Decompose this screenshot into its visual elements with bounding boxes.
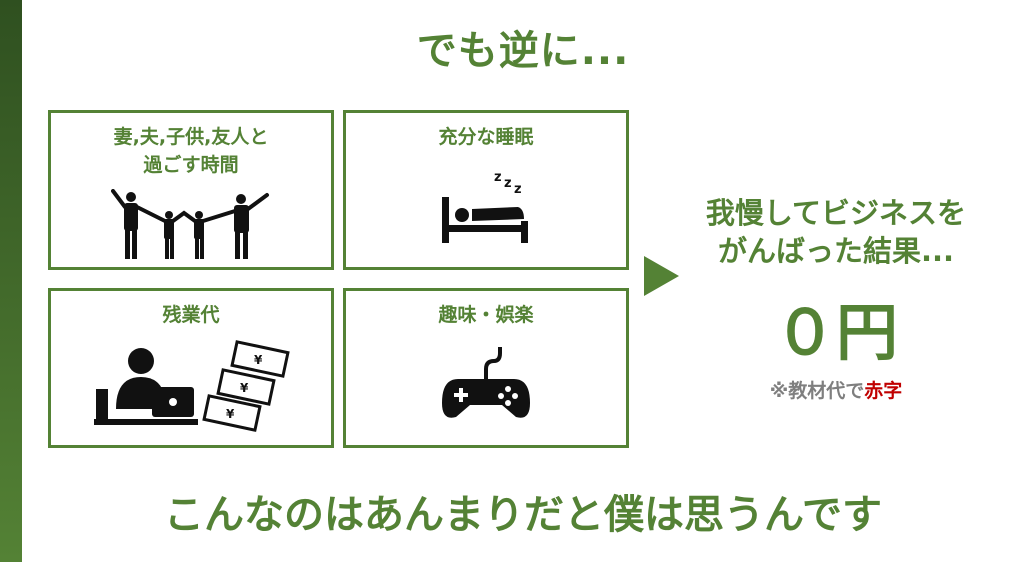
arrow-right-icon <box>644 256 679 296</box>
svg-text:z: z <box>504 176 512 191</box>
result-note: ※教材代で赤字 <box>676 376 996 403</box>
result-line: 我慢してビジネスを <box>705 196 967 230</box>
box-overtime-pay: 残業代 ¥ ¥ ¥ <box>48 288 334 448</box>
svg-text:¥: ¥ <box>240 381 249 395</box>
result-amount: ０円 <box>773 296 898 369</box>
note-emphasis: 赤字 <box>864 380 903 402</box>
game-controller-icon <box>442 347 530 418</box>
box-label: 残業代 <box>162 304 220 326</box>
result-text: 我慢してビジネスをがんばった結果... <box>676 194 996 270</box>
svg-text:¥: ¥ <box>254 353 263 367</box>
svg-text:z: z <box>514 182 522 197</box>
box-label: 過ごす時間 <box>143 154 239 176</box>
box-label: 充分な睡眠 <box>438 126 534 148</box>
svg-text:¥: ¥ <box>226 407 235 421</box>
box-label: 妻,夫,子供,友人と <box>113 126 269 148</box>
box-family-time: 妻,夫,子供,友人と過ごす時間 <box>48 110 334 270</box>
worker-money-icon: ¥ ¥ ¥ <box>94 340 290 432</box>
slide-title: でも逆に... <box>416 28 630 74</box>
svg-text:z: z <box>494 170 502 185</box>
note-text: ※教材代で <box>769 380 865 402</box>
sleeping-bed-icon: z z z <box>442 170 528 243</box>
result-line: がんばった結果... <box>717 234 955 268</box>
bottom-message: こんなのはあんまりだと僕は思うんです <box>164 492 882 538</box>
family-icon <box>111 189 269 259</box>
box-sleep: 充分な睡眠 z z z <box>343 110 629 270</box>
sidebar-accent-bar <box>0 0 22 562</box>
box-hobbies: 趣味・娯楽 <box>343 288 629 448</box>
box-label: 趣味・娯楽 <box>438 304 534 326</box>
